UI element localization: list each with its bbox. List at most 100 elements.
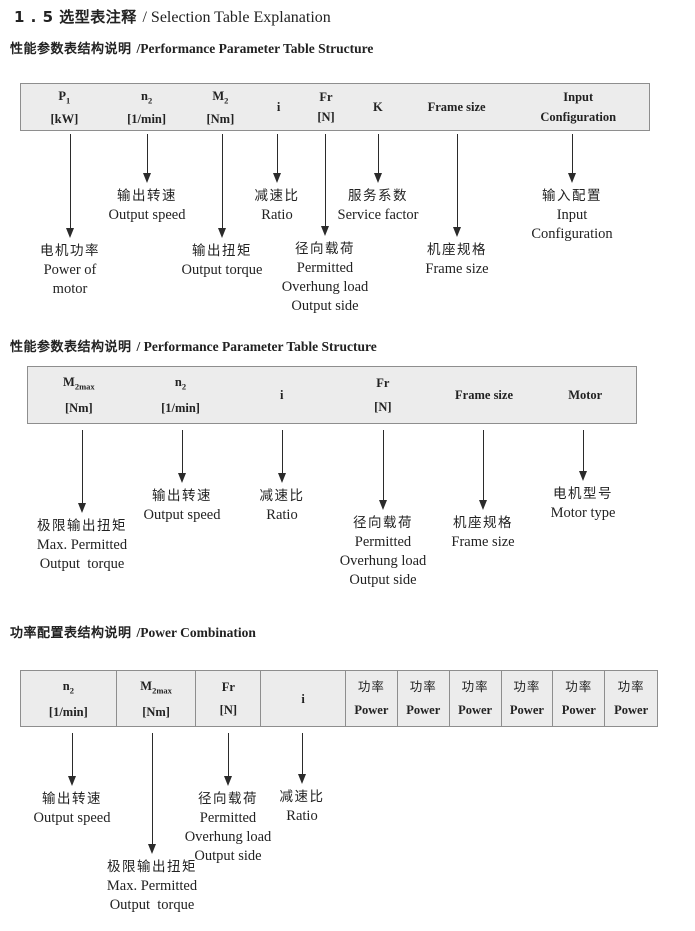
column-symbol: M: [140, 678, 153, 693]
callout-line: Output side: [194, 848, 262, 864]
column-m2max: M2max[Nm]: [28, 367, 130, 423]
callout-line: 减速比: [259, 488, 305, 504]
column-title: M2max: [140, 679, 172, 698]
section-heading-zh: 功率配置表结构说明: [10, 626, 137, 641]
column-frame-size: Frame size: [434, 367, 535, 423]
callout-line: Ratio: [286, 808, 318, 824]
callout-line: Frame size: [451, 534, 515, 550]
column-title: Fr: [319, 90, 332, 104]
column-k: K: [350, 84, 406, 130]
callout-arrow-line: [69, 134, 71, 229]
parameter-table: n2[1/min]M2max[Nm]Fr[N] i 功率 Power 功率 Power 功率…: [20, 670, 658, 727]
column-symbol: 功率: [617, 679, 645, 694]
column-n2: n2[1/min]: [108, 84, 186, 130]
column-i: i: [260, 671, 345, 726]
column-symbol: i: [301, 691, 305, 706]
column-subtitle: Power: [614, 703, 649, 717]
column-title: i: [301, 692, 304, 706]
column-m2max: M2max[Nm]: [115, 671, 196, 726]
column-title: 功率: [565, 680, 592, 694]
callout-arrow-line: [221, 134, 223, 229]
column-p1: P1 [kW]: [21, 84, 108, 130]
column-title: Fr: [222, 680, 235, 694]
column-symbol: Input: [563, 90, 594, 104]
arrow-down-icon: [224, 776, 232, 786]
callout-line: Output side: [349, 572, 417, 588]
section-heading: 功率配置表结构说明 /Power Combination: [10, 622, 256, 641]
column-subtitle: [1/min]: [48, 704, 88, 719]
column-subscript: 1: [66, 95, 71, 105]
column-symbol: Frame size: [427, 100, 486, 114]
section-heading-en: Performance Parameter Table Structure: [140, 41, 374, 56]
section-heading-en: Power Combination: [140, 625, 256, 640]
section-heading-zh: 性能参数表结构说明: [10, 340, 137, 355]
column-title: Input: [563, 90, 593, 104]
column-title: n2: [141, 89, 152, 108]
page-title-zh: 1 . 5 选型表注释: [14, 8, 143, 26]
column-title: Motor: [568, 388, 602, 402]
column-title: n2: [175, 375, 186, 394]
callout-line: 减速比: [279, 789, 325, 805]
column-subtitle: [kW]: [50, 111, 79, 126]
section-heading-en: Performance Parameter Table Structure: [143, 339, 377, 354]
callout-line: Output torque: [39, 556, 125, 572]
column-symbol: 功率: [357, 679, 385, 694]
callout-line: 机座规格: [427, 242, 487, 258]
column-title: i: [277, 100, 280, 114]
section-heading-separator: /: [136, 41, 141, 56]
arrow-down-icon: [453, 227, 461, 237]
callout-ratio: 减速比 Ratio: [192, 788, 412, 826]
column-title: P1: [58, 89, 70, 108]
column-power-5: 功率 Power: [552, 671, 604, 726]
column-symbol: i: [279, 388, 284, 402]
section-heading-zh: 性能参数表结构说明: [10, 42, 137, 57]
column-subtitle: Power: [354, 703, 389, 717]
callout-line: Permitted: [354, 534, 412, 550]
column-subtitle: Power: [458, 703, 493, 717]
arrow-down-icon: [568, 173, 576, 183]
column-frame-size: Frame size: [406, 84, 508, 130]
section-heading-separator: /: [136, 625, 141, 640]
column-title: Fr: [376, 376, 389, 390]
page-title-en: Selection Table Explanation: [150, 9, 331, 26]
arrow-down-icon: [379, 500, 387, 510]
column-subscript: 2: [147, 95, 153, 105]
callout-line: Ratio: [266, 507, 298, 523]
column-title: 功率: [513, 680, 540, 694]
callout-ratio: 减速比 Ratio: [172, 487, 392, 525]
callout-arrow-line: [324, 134, 326, 227]
column-symbol: n: [174, 374, 182, 389]
callout-arrow-line: [181, 430, 183, 474]
column-subscript: 2: [181, 381, 187, 392]
callout-line: 径向载荷: [353, 515, 413, 531]
column-symbol: M: [212, 88, 225, 103]
column-subtitle: [Nm]: [206, 111, 235, 126]
column-symbol: 功率: [565, 679, 593, 694]
callout-line: 输出转速: [42, 791, 102, 807]
callout-line: Service factor: [337, 207, 419, 223]
column-title: 功率: [462, 680, 489, 694]
callout-line: 输出转速: [117, 188, 177, 204]
column-n2: n2[1/min]: [21, 671, 116, 726]
column-subtitle: Power: [561, 703, 596, 717]
callout-line: Max. Permitted: [36, 537, 128, 553]
callout-line: Configuration: [531, 226, 613, 242]
column-fr: Fr[N]: [302, 84, 350, 130]
column-title: K: [373, 100, 383, 114]
callout-arrow-line: [571, 134, 573, 174]
arrow-down-icon: [298, 774, 306, 784]
callout-line: 径向载荷: [198, 791, 258, 807]
column-fr: Fr[N]: [195, 671, 260, 726]
